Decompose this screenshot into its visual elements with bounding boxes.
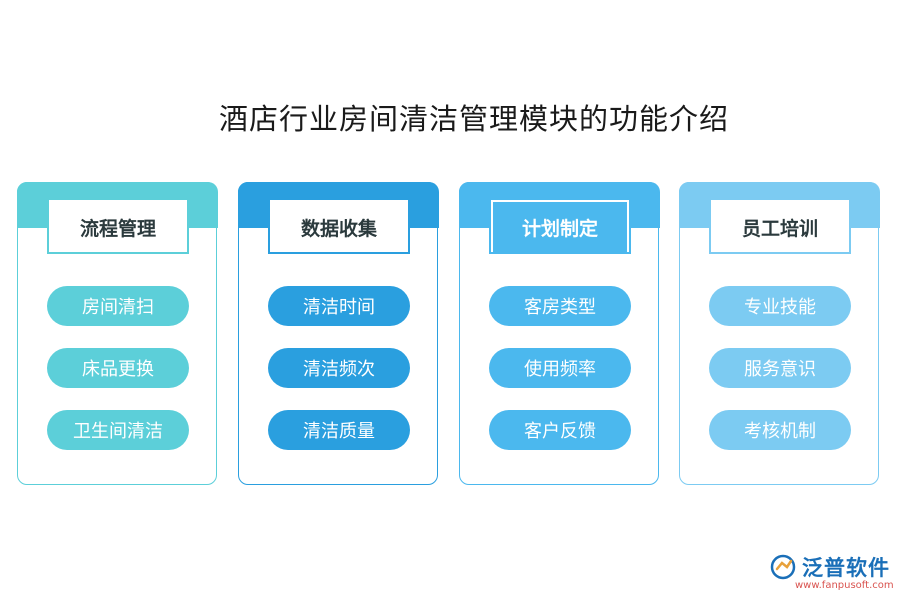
card-plan-making: 计划制定 客房类型 使用频率 客户反馈 (458, 181, 660, 485)
brand-url[interactable]: www.fanpusoft.com (795, 580, 894, 591)
item-pill: 卫生间清洁 (47, 410, 189, 450)
card-header-label: 数据收集 (300, 217, 377, 240)
card-header-label: 员工培训 (741, 217, 818, 240)
item-pill: 使用频率 (489, 348, 631, 388)
card-header: 计划制定 (489, 200, 631, 254)
card-header: 流程管理 (47, 200, 189, 254)
item-pill: 客户反馈 (489, 410, 631, 450)
item-pill: 考核机制 (709, 410, 851, 450)
item-pill: 清洁时间 (268, 286, 410, 326)
card-header: 员工培训 (709, 200, 851, 254)
card-data-collection: 数据收集 清洁时间 清洁频次 清洁质量 (237, 181, 439, 485)
card-header: 数据收集 (268, 200, 410, 254)
item-pill: 清洁频次 (268, 348, 410, 388)
card-staff-training: 员工培训 专业技能 服务意识 考核机制 (678, 181, 880, 485)
item-pill: 服务意识 (709, 348, 851, 388)
card-header-label: 流程管理 (79, 217, 156, 240)
brand-name: 泛普软件 (802, 556, 890, 580)
item-pill: 专业技能 (709, 286, 851, 326)
card-header-label: 计划制定 (493, 202, 627, 252)
item-pill: 清洁质量 (268, 410, 410, 450)
logo-icon (770, 554, 796, 580)
brand-logo: 泛普软件 (770, 552, 890, 582)
item-pill: 床品更换 (47, 348, 189, 388)
item-pill: 房间清扫 (47, 286, 189, 326)
item-pill: 客房类型 (489, 286, 631, 326)
card-process-management: 流程管理 房间清扫 床品更换 卫生间清洁 (16, 181, 218, 485)
page-title: 酒店行业房间清洁管理模块的功能介绍 (218, 102, 729, 136)
